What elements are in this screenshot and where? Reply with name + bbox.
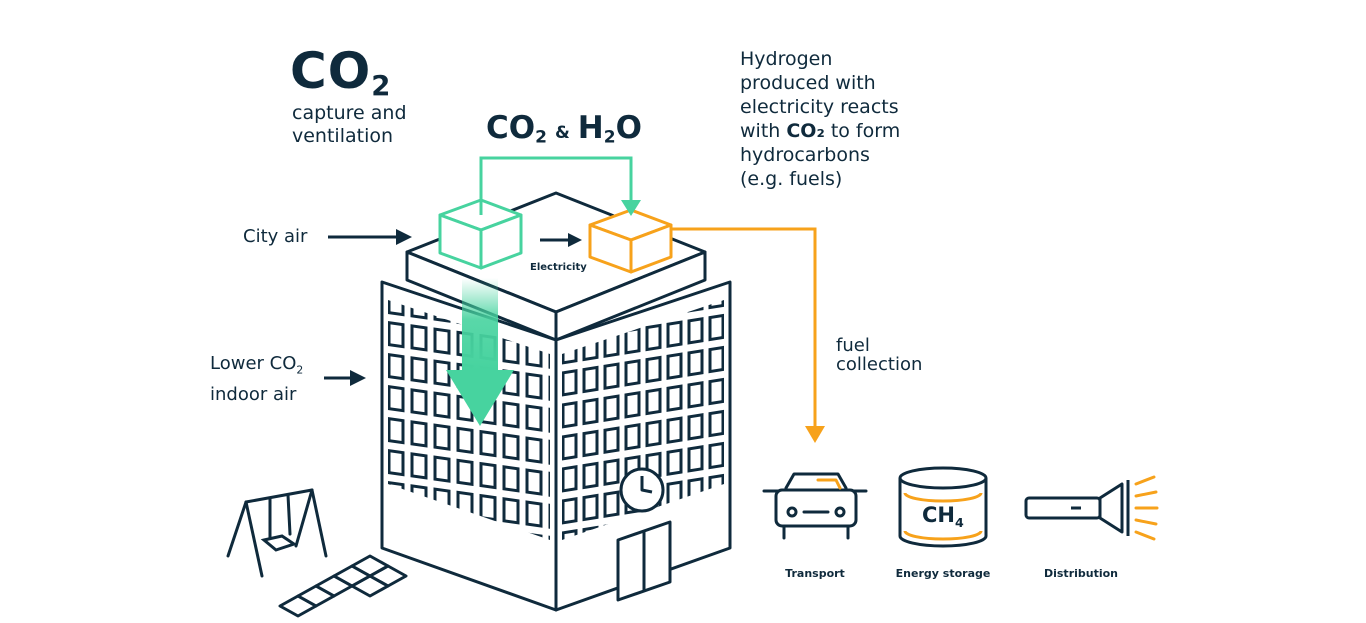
arrow-city-air [328, 229, 412, 245]
arrow-indoor-air [324, 370, 366, 386]
car-icon [762, 472, 868, 540]
fuel-collection-line [671, 227, 825, 443]
hopscotch-icon [278, 554, 408, 618]
energy-storage-caption: Energy storage [895, 567, 991, 580]
ventilation-arrow [446, 278, 514, 426]
roof-edge-right [554, 250, 707, 342]
co2-h2o-flow-line [479, 156, 641, 216]
electricity-label: Electricity [530, 262, 587, 273]
office-building [380, 191, 732, 612]
arrow-electricity [540, 233, 582, 247]
lower-co2-label: Lower CO2 indoor air [210, 353, 304, 405]
capture-subtitle: capture and ventilation [292, 102, 407, 147]
co2-h2o-label: CO2&H2O [486, 110, 642, 148]
right-windows [562, 300, 724, 540]
hydrogen-note: Hydrogen produced with electricity react… [740, 48, 901, 190]
left-windows [388, 300, 550, 540]
fuel-collection-label: fuel collection [836, 335, 923, 375]
flashlight-icon [1024, 475, 1159, 541]
ch4-label: CH4 [922, 503, 964, 531]
distribution-caption: Distribution [1043, 567, 1119, 580]
transport-caption: Transport [785, 567, 845, 580]
reactor-unit-box [588, 208, 673, 274]
tank-icon [898, 466, 988, 548]
co2-title: CO2 [290, 42, 392, 102]
swing-set-icon [226, 488, 328, 578]
city-air-label: City air [243, 226, 308, 247]
